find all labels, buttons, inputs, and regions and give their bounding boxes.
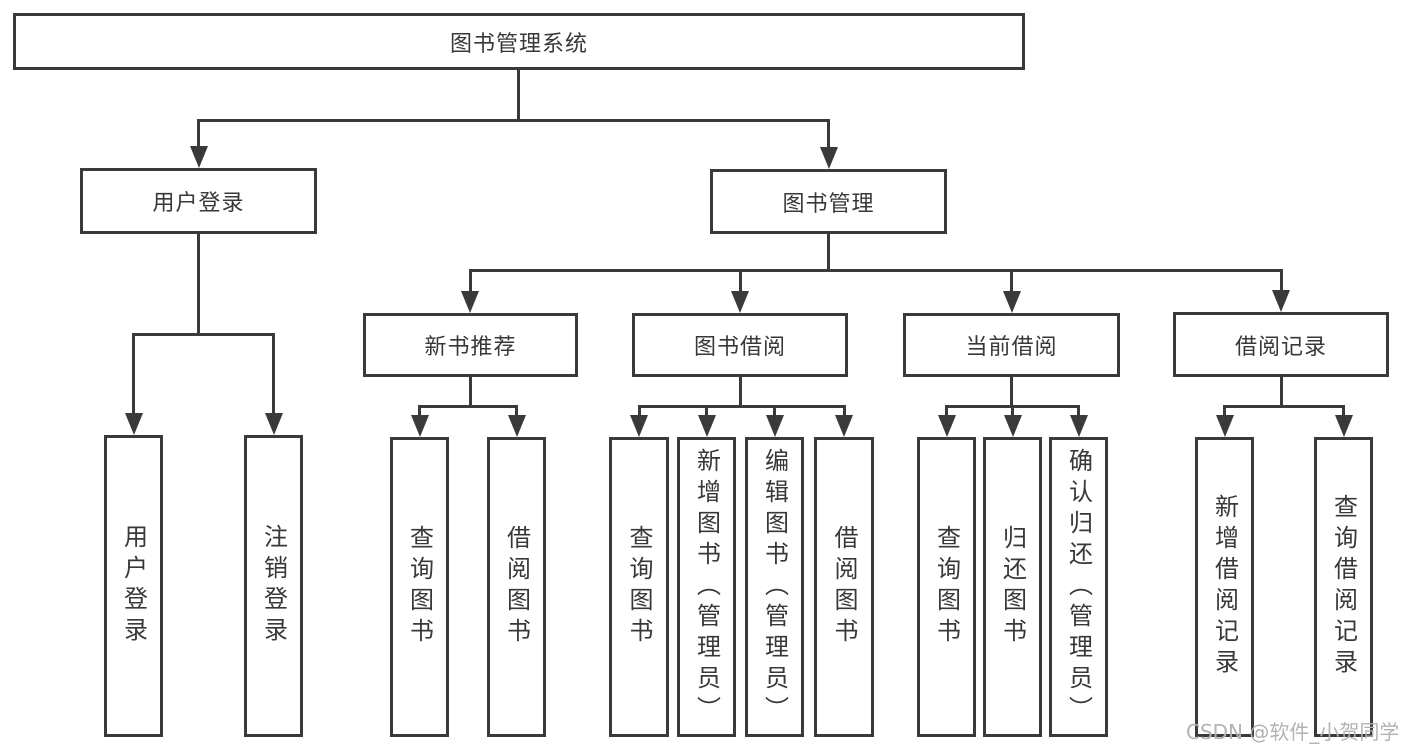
node-label: 借阅图书 [502,525,531,649]
node-label: 图书借阅 [693,335,786,360]
node-label: 编辑图书（管理员） [760,447,789,727]
arrowhead-down-icon [938,415,956,437]
node-label: 归还图书 [998,525,1027,649]
node-label: 用户登录 [152,191,245,216]
arrowhead-down-icon [731,291,749,313]
node-current-borrowing: 当前借阅 [903,313,1120,377]
leaf-return-books: 归还图书 [983,437,1042,737]
arrowhead-down-icon [190,146,208,168]
node-book-management: 图书管理 [710,169,947,234]
arrowhead-down-icon [1216,415,1234,437]
arrowhead-down-icon [125,413,143,435]
connector-line [469,269,1283,272]
leaf-borrow-books: 借阅图书 [814,437,874,737]
arrowhead-down-icon [1335,415,1353,437]
leaf-add-books-admin: 新增图书（管理员） [677,437,736,737]
arrowhead-down-icon [1004,415,1022,437]
connector-line [843,405,846,417]
csdn-watermark: CSDN @软件_小贺同学 [1186,720,1400,744]
connector-line [132,333,275,336]
arrowhead-down-icon [1272,290,1290,312]
connector-line [197,234,200,335]
connector-line [1010,269,1013,293]
node-label: 图书管理 [782,191,875,217]
connector-line [132,333,135,416]
connector-line [945,405,948,417]
arrowhead-down-icon [766,415,784,437]
arrowhead-down-icon [1003,291,1021,313]
node-label: 查询图书 [625,525,653,649]
leaf-query-borrow-record: 查询借阅记录 [1314,437,1373,737]
leaf-query-books: 查询图书 [917,437,976,737]
arrowhead-down-icon [630,415,648,437]
arrowhead-down-icon [698,415,716,437]
leaf-edit-books-admin: 编辑图书（管理员） [745,437,804,737]
leaf-query-books: 查询图书 [390,437,449,737]
connector-line [827,234,830,271]
connector-line [469,269,472,293]
node-label: 新书推荐 [424,335,517,360]
arrowhead-down-icon [820,147,838,169]
connector-line [418,405,421,417]
leaf-user-login: 用户登录 [104,435,163,737]
connector-line [197,119,200,150]
node-label: 确认归还（管理员） [1064,447,1093,727]
connector-line [827,119,830,150]
arrowhead-down-icon [461,291,479,313]
connector-line [197,119,830,122]
leaf-logout: 注销登录 [244,435,303,737]
arrowhead-down-icon [508,415,526,437]
connector-line [705,405,708,417]
connector-line [1011,405,1014,417]
node-label: 查询图书 [405,525,434,649]
node-label: 查询借阅记录 [1329,494,1358,680]
connector-line [1280,269,1283,293]
arrowhead-down-icon [1070,415,1088,437]
node-label: 新增图书（管理员） [692,447,721,727]
connector-line [638,405,641,417]
connector-line [739,377,742,408]
leaf-borrow-books: 借阅图书 [487,437,546,737]
connector-line [469,377,472,408]
node-label: 当前借阅 [965,335,1058,360]
connector-line [515,405,518,417]
connector-line [272,333,275,416]
connector-line [1223,405,1345,408]
connector-line [1342,405,1345,417]
node-borrowing-records: 借阅记录 [1173,312,1389,377]
leaf-confirm-return-admin: 确认归还（管理员） [1049,437,1108,737]
arrowhead-down-icon [835,415,853,437]
node-book-borrowing: 图书借阅 [632,313,848,377]
connector-line [418,405,518,408]
node-label: 注销登录 [259,524,288,648]
node-label: 用户登录 [119,524,148,648]
node-user-login: 用户登录 [80,168,317,234]
node-label: 图书管理系统 [449,31,588,57]
connector-line [1223,405,1226,417]
arrowhead-down-icon [411,415,429,437]
node-label: 查询图书 [932,525,961,649]
leaf-add-borrow-record: 新增借阅记录 [1195,437,1254,737]
arrowhead-down-icon [265,413,283,435]
connector-line [773,405,776,417]
connector-line [739,269,742,293]
node-label: 新增借阅记录 [1210,494,1239,680]
node-label: 借阅图书 [830,525,858,649]
leaf-query-books: 查询图书 [609,437,669,737]
node-new-book-recommend: 新书推荐 [363,313,578,377]
node-label: 借阅记录 [1234,334,1327,360]
node-library-management-system: 图书管理系统 [13,13,1025,70]
connector-line [517,70,520,121]
connector-line [1280,377,1283,408]
connector-line [1010,377,1013,408]
connector-line [638,405,846,408]
connector-line [1077,405,1080,417]
